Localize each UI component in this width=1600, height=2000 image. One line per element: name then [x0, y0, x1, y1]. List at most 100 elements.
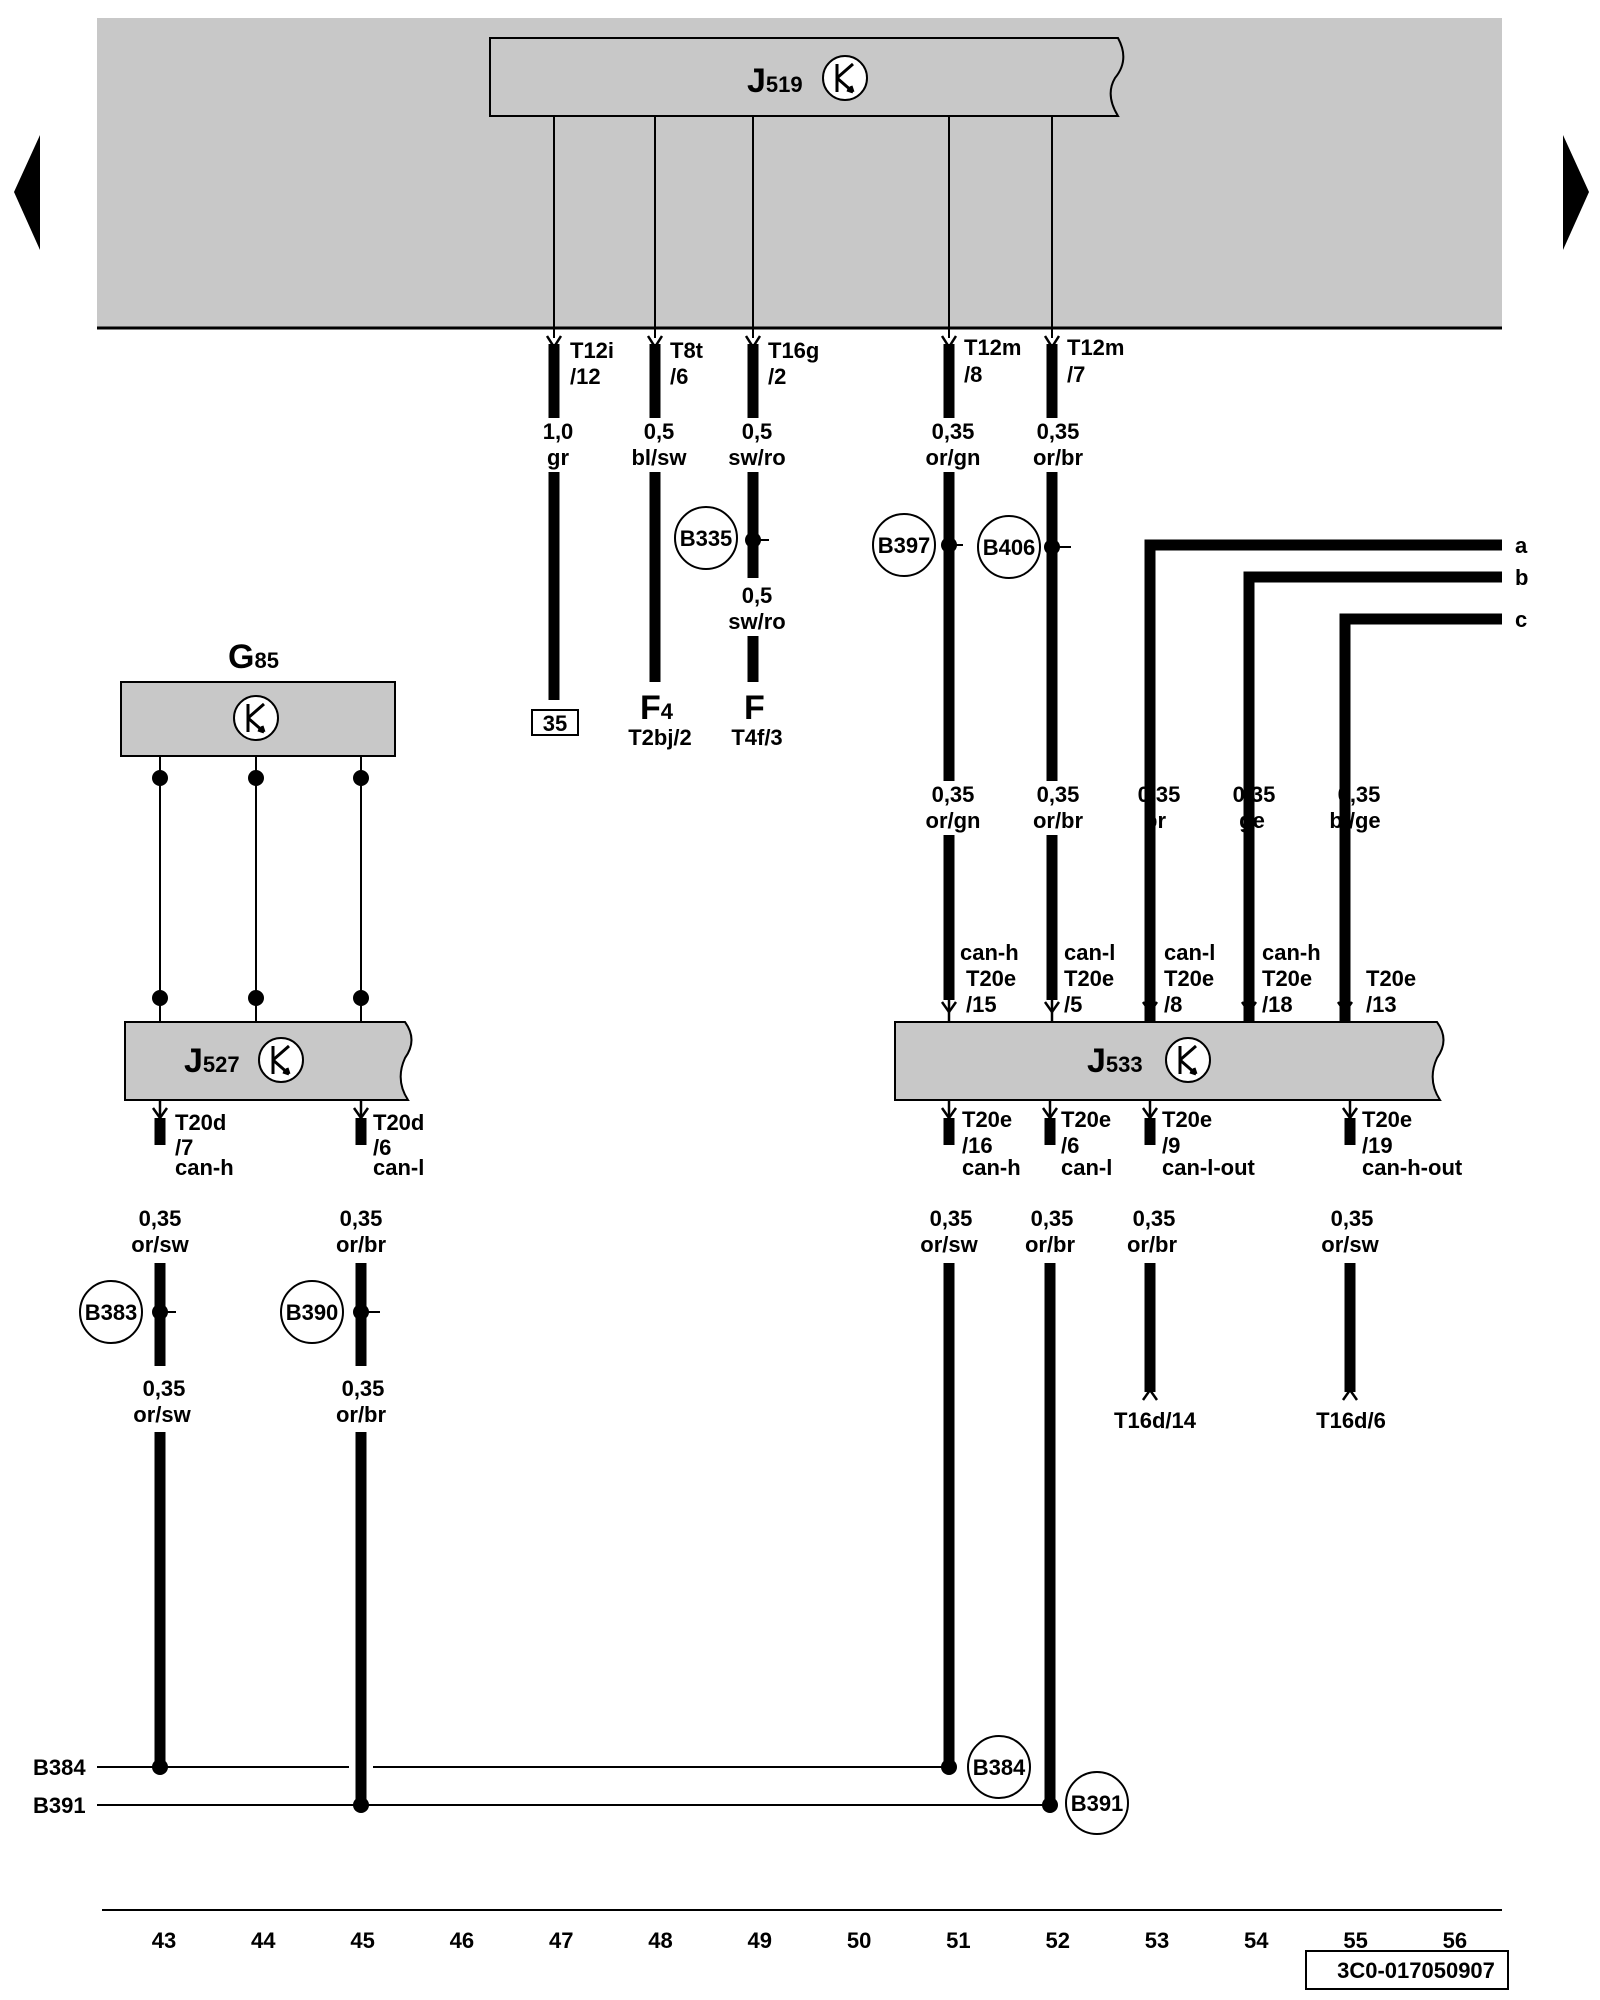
pin-label: /13: [1366, 992, 1397, 1017]
bus-lines: [97, 1759, 1058, 1813]
wire-label: gr: [547, 445, 569, 470]
pin-label: T20e: [962, 1107, 1012, 1132]
bus-label-b384: B384: [33, 1755, 86, 1780]
f-label: F: [744, 689, 765, 727]
wire-label: 0,35: [932, 782, 975, 807]
pin-label: T20e: [1366, 966, 1416, 991]
wire-label: sw/ro: [728, 609, 785, 634]
svg-text:B383: B383: [85, 1300, 138, 1325]
triangle-right-icon[interactable]: [1563, 135, 1589, 250]
f4-pin-label: T2bj/2: [628, 725, 692, 750]
pin-label: T20e: [1061, 1107, 1111, 1132]
pin-label: can-l: [1064, 940, 1115, 965]
wire-label: bl/ge: [1329, 808, 1380, 833]
track-number: 48: [648, 1928, 672, 1953]
wire-label: 0,5: [742, 419, 773, 444]
connector-b390[interactable]: B390: [280, 1280, 380, 1344]
pin-label: T16g: [768, 338, 819, 363]
control-unit-icon: [258, 1037, 304, 1083]
pin-label: can-l: [1164, 940, 1215, 965]
pin-label: T20d: [175, 1110, 226, 1135]
wire-label: or/br: [336, 1232, 387, 1257]
wire-label: or/sw: [1321, 1232, 1379, 1257]
track-number: 54: [1244, 1928, 1269, 1953]
ref-35: 35: [543, 711, 567, 736]
track-number: 56: [1443, 1928, 1467, 1953]
wire-label: 0,35: [143, 1376, 186, 1401]
wire-label: or/br: [1127, 1232, 1178, 1257]
pin-label: /7: [1067, 362, 1085, 387]
wire-label: or/br: [336, 1402, 387, 1427]
pin-label: T12i: [570, 338, 614, 363]
ref-b: b: [1515, 565, 1528, 590]
j519-box: [489, 37, 1125, 117]
wire-label: 0,35: [340, 1206, 383, 1231]
pin-label: /8: [964, 362, 982, 387]
wire-label: or/sw: [133, 1402, 191, 1427]
wire-label: 0,5: [644, 419, 675, 444]
connector-b335[interactable]: B335: [674, 506, 769, 570]
track-number: 52: [1045, 1928, 1069, 1953]
wire-label: sw/ro: [728, 445, 785, 470]
wire-label: 0,35: [1031, 1206, 1074, 1231]
track-number: 55: [1343, 1928, 1367, 1953]
connector-b384[interactable]: B384: [967, 1735, 1031, 1799]
svg-text:B335: B335: [680, 526, 733, 551]
connector-b391[interactable]: B391: [1065, 1771, 1129, 1835]
f-pin-label: T4f/3: [731, 725, 782, 750]
track-number: 44: [251, 1928, 276, 1953]
track-number: 47: [549, 1928, 573, 1953]
pin-label: /6: [373, 1135, 391, 1160]
control-unit-icon: [1165, 1037, 1211, 1083]
pin-label: T20e: [1262, 966, 1312, 991]
g85-j527-links: [152, 756, 369, 1022]
wire-label: 0,5: [742, 583, 773, 608]
svg-text:B406: B406: [983, 535, 1036, 560]
pin-label: /9: [1162, 1133, 1180, 1158]
pin-label: T20d: [373, 1110, 424, 1135]
track-number: 50: [847, 1928, 871, 1953]
upper-wires: [548, 344, 1502, 1000]
connector-b406[interactable]: B406: [977, 515, 1071, 579]
wire-label: or/gn: [926, 445, 981, 470]
ref-t16d6: T16d/6: [1316, 1408, 1386, 1433]
pin-label: /15: [966, 992, 997, 1017]
pin-label: can-l: [373, 1155, 424, 1180]
j533-input-arrows: [940, 781, 1354, 1022]
track-number: 45: [350, 1928, 374, 1953]
lower-wires: [154, 1118, 1356, 1800]
pin-label: /19: [1362, 1133, 1393, 1158]
pin-label: T12m: [1067, 335, 1124, 360]
wire-label: or/sw: [920, 1232, 978, 1257]
wire-label: 0,35: [139, 1206, 182, 1231]
wire-label: 0,35: [930, 1206, 973, 1231]
doc-id-box: [1305, 1950, 1509, 1990]
svg-text:B397: B397: [878, 533, 931, 558]
connector-b397[interactable]: B397: [872, 513, 963, 577]
pin-label: T20e: [1162, 1107, 1212, 1132]
wire-label: 0,35: [1138, 782, 1181, 807]
svg-text:B390: B390: [286, 1300, 339, 1325]
pin-label: can-l-out: [1162, 1155, 1256, 1180]
j533-label: J533: [1087, 1042, 1143, 1080]
pin-label: /6: [670, 364, 688, 389]
wire-label: or/gn: [926, 808, 981, 833]
track-number: 51: [946, 1928, 970, 1953]
wire-label: or/br: [1033, 445, 1084, 470]
g85-label: G85: [228, 638, 279, 676]
pin-label: can-h-out: [1362, 1155, 1463, 1180]
control-unit-icon: [233, 695, 279, 741]
wire-label: or/br: [1033, 808, 1084, 833]
control-unit-icon: [822, 55, 868, 101]
pin-label: T12m: [964, 335, 1021, 360]
pin-label: /7: [175, 1135, 193, 1160]
pin-label: T20e: [1164, 966, 1214, 991]
terminal-ends: [1141, 1387, 1359, 1401]
pin-label: /16: [962, 1133, 993, 1158]
wire-label: 0,35: [342, 1376, 385, 1401]
connector-b383[interactable]: B383: [79, 1280, 176, 1344]
bus-label-b391: B391: [33, 1793, 86, 1818]
track-number: 43: [152, 1928, 176, 1953]
triangle-left-icon[interactable]: [14, 135, 40, 250]
